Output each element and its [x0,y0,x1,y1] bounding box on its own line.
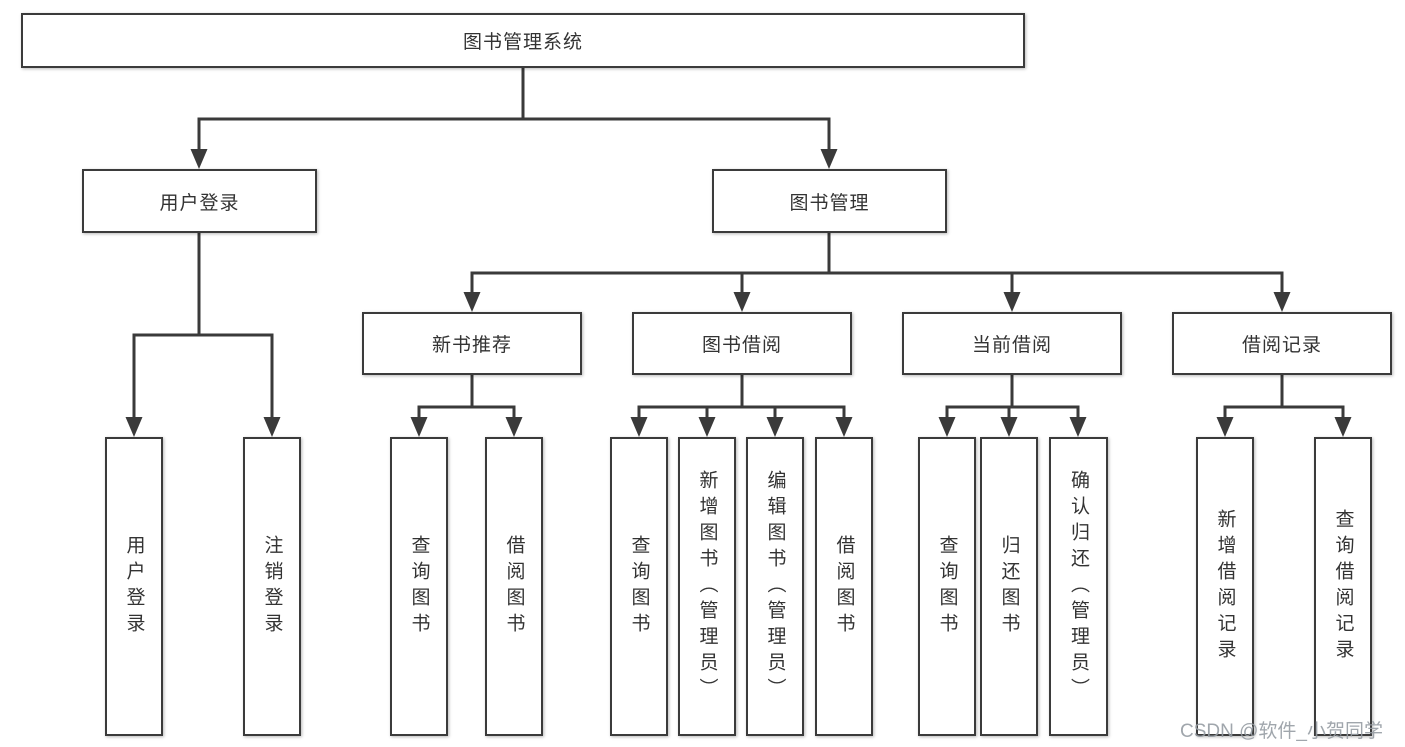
leaf-logout: 注销登录 [243,437,301,736]
leaf-add-borrow-record: 新增借阅记录 [1196,437,1254,736]
leaf-borrow-books-recommend: 借阅图书 [485,437,543,736]
arrowhead-icon [820,149,838,169]
leaf-edit-books-admin: 编辑图书（管理员） [746,437,804,736]
leaf-add-books-admin: 新增图书（管理员） [678,437,736,736]
arrowhead-icon [1273,292,1291,312]
watermark-text: CSDN @软件_小贺同学 [1180,721,1383,742]
arrowhead-icon [1000,417,1018,437]
arrowhead-icon [698,417,716,437]
arrowhead-icon [766,417,784,437]
node-book-management: 图书管理 [712,169,947,233]
arrowhead-icon [410,417,428,437]
leaf-query-books-recommend: 查询图书 [390,437,448,736]
arrowhead-icon [463,292,481,312]
arrowhead-icon [1069,417,1087,437]
node-library-management-system: 图书管理系统 [21,13,1025,68]
node-current-borrowing: 当前借阅 [902,312,1122,375]
arrowhead-icon [938,417,956,437]
arrowhead-icon [505,417,523,437]
leaf-confirm-return-admin: 确认归还（管理员） [1049,437,1108,736]
leaf-query-books-borrowing: 查询图书 [610,437,668,736]
arrowhead-icon [190,149,208,169]
arrowhead-icon [1003,292,1021,312]
node-new-book-recommendation: 新书推荐 [362,312,582,375]
arrowhead-icon [125,417,143,437]
arrowhead-icon [835,417,853,437]
leaf-query-borrow-record: 查询借阅记录 [1314,437,1372,736]
leaf-query-books-current: 查询图书 [918,437,976,736]
arrowhead-icon [263,417,281,437]
arrowhead-icon [1334,417,1352,437]
arrowhead-icon [630,417,648,437]
arrowhead-icon [1216,417,1234,437]
leaf-borrow-books-borrowing: 借阅图书 [815,437,873,736]
leaf-return-books: 归还图书 [980,437,1038,736]
node-user-login: 用户登录 [82,169,317,233]
node-borrowing-records: 借阅记录 [1172,312,1392,375]
node-book-borrowing: 图书借阅 [632,312,852,375]
leaf-user-login: 用户登录 [105,437,163,736]
arrowhead-icon [733,292,751,312]
